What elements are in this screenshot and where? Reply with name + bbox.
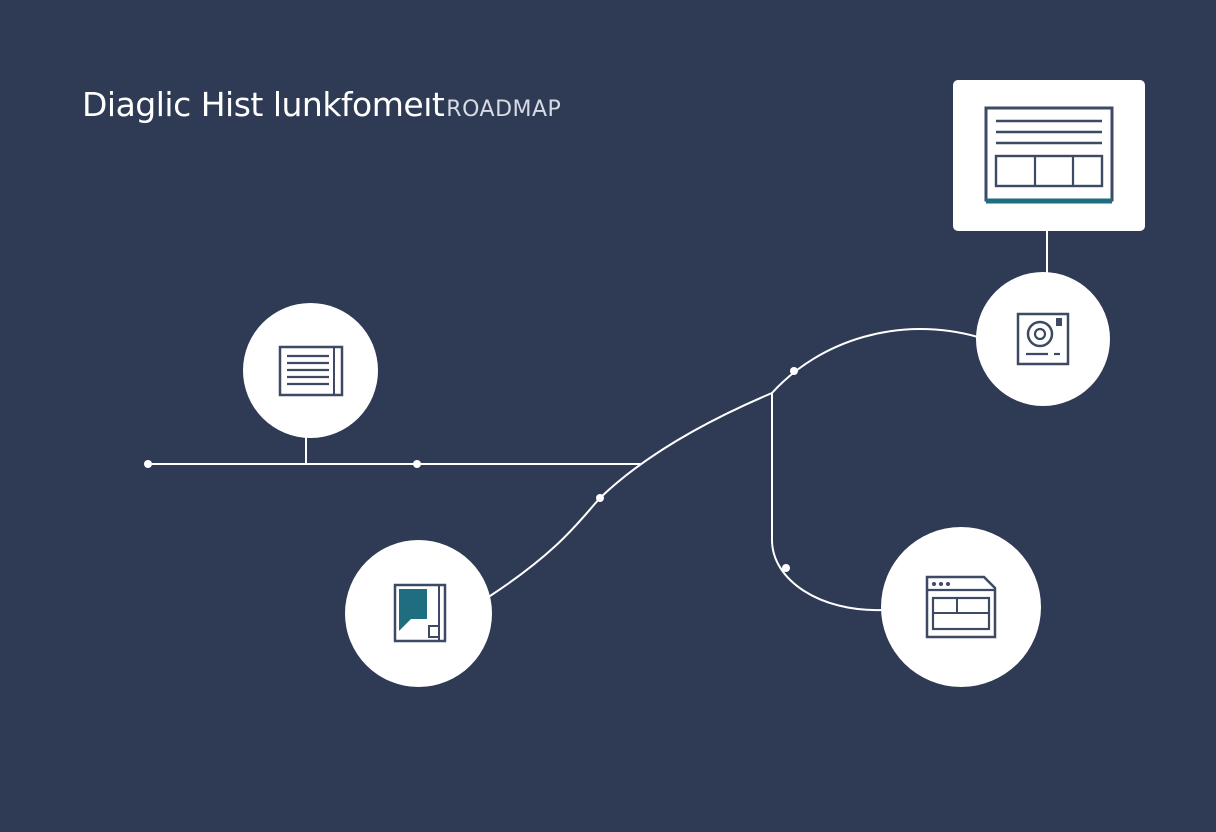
media-node[interactable] xyxy=(976,272,1110,406)
diagram-title: Diaglic Hist lunkfomeıtROADMAP xyxy=(82,88,561,121)
document-node[interactable] xyxy=(243,303,378,438)
line-start-dot xyxy=(144,460,152,468)
file-node[interactable] xyxy=(345,540,492,687)
media-disc-icon xyxy=(1014,310,1072,368)
window-node[interactable] xyxy=(881,527,1041,687)
browser-window-icon xyxy=(924,574,998,640)
media-curve-line xyxy=(771,328,979,394)
title-suffix: ROADMAP xyxy=(446,97,562,122)
rising-curve-line xyxy=(489,392,773,597)
upper-curve-dot xyxy=(790,367,798,375)
curve-dot xyxy=(596,494,604,502)
monitor-screen-icon xyxy=(983,105,1115,207)
file-bookmark-icon xyxy=(387,582,451,646)
title-main: Diaglic Hist lunkfomeıt xyxy=(82,85,445,124)
window-branch-line xyxy=(771,392,883,612)
midline-dot xyxy=(413,460,421,468)
screen-card[interactable] xyxy=(953,80,1145,231)
document-list-icon xyxy=(278,344,344,398)
branch-dot xyxy=(782,564,790,572)
